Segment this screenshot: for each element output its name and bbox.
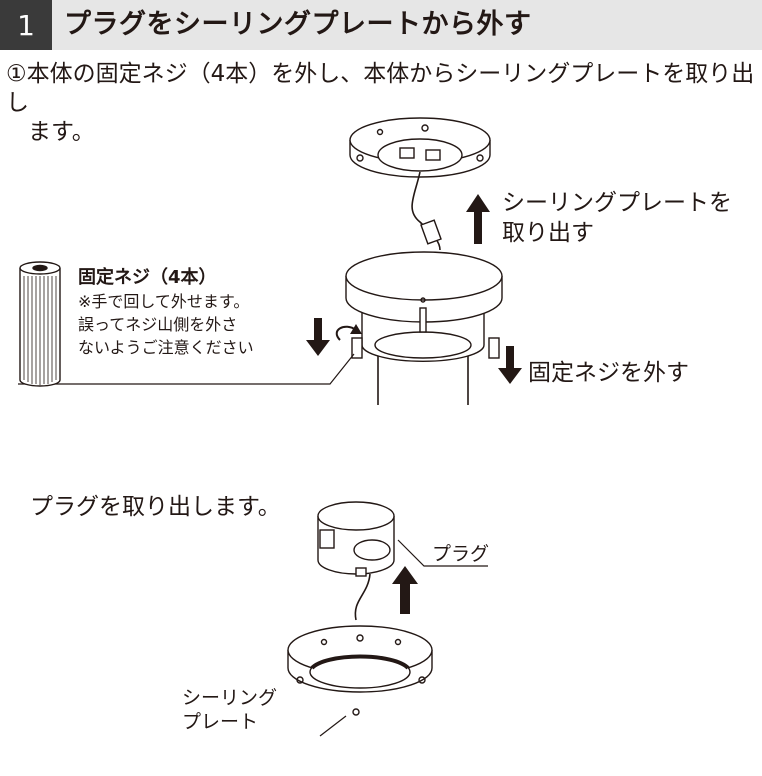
plug-label: プラグ	[432, 543, 490, 565]
fixing-screw-note-1: ※手で回して外せます。	[78, 292, 250, 311]
plug-illustration	[317, 501, 488, 621]
arrow-down-icon	[306, 318, 522, 384]
ceiling-plate-top-illustration	[349, 117, 491, 251]
ceiling-plate-bottom-illustration	[287, 625, 433, 737]
fixing-screw-label: 固定ネジ（4本） ※手で回して外せます。 誤ってネジ山側を外さ ないようご注意く…	[78, 266, 254, 359]
instruction-text: ①本体の固定ネジ（4本）を外し、本体からシーリングプレートを取り出し ます。	[6, 60, 758, 147]
remove-plate-label: シーリングプレートを 取り出す	[502, 188, 732, 248]
remove-plate-label-line-2: 取り出す	[502, 220, 594, 246]
fixing-screw-note-3: ないようご注意ください	[78, 338, 254, 357]
step-title: プラグをシーリングプレートから外す	[64, 9, 532, 40]
ceiling-plate-label-line-1: シーリング	[182, 687, 278, 709]
remove-screw-label: 固定ネジを外す	[528, 360, 689, 386]
fixing-screw-illustration	[19, 261, 61, 387]
main-body-illustration	[18, 251, 503, 405]
remove-plate-label-line-1: シーリングプレートを	[502, 190, 732, 216]
step-number: 1	[0, 0, 52, 50]
instruction-line-1: ①本体の固定ネジ（4本）を外し、本体からシーリングプレートを取り出し	[6, 61, 755, 116]
fixing-screw-title: 固定ネジ（4本）	[78, 267, 217, 288]
fixing-screw-note-2: 誤ってネジ山側を外さ	[78, 315, 238, 334]
take-out-plug-label: プラグを取り出します。	[30, 494, 281, 520]
ceiling-plate-label-line-2: プレート	[182, 711, 259, 733]
ceiling-plate-label: シーリング プレート	[182, 686, 277, 734]
arrow-up-icon-bottom	[392, 566, 418, 614]
arrow-up-icon	[466, 194, 490, 244]
instruction-line-2: ます。	[28, 119, 95, 145]
step-header: 1 プラグをシーリングプレートから外す	[0, 0, 762, 50]
